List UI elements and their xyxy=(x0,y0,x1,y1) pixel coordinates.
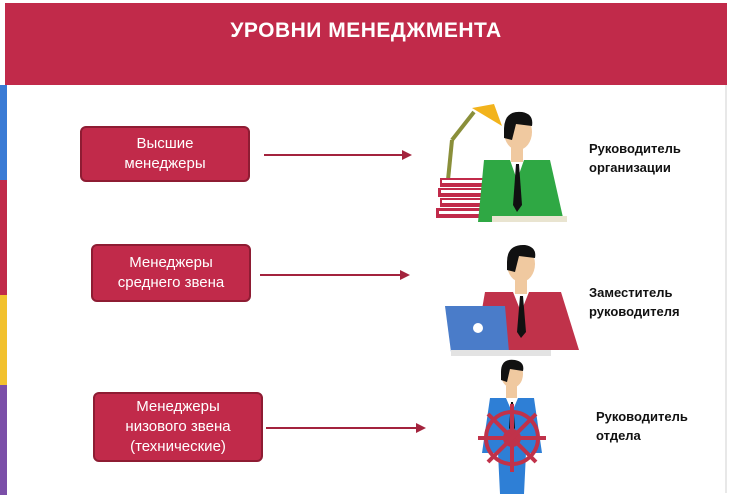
role-label-top: Руководитель организации xyxy=(589,141,681,175)
top-manager-icon xyxy=(436,104,567,222)
left-stripe-yellow xyxy=(0,295,7,385)
middle-manager-icon xyxy=(445,244,579,356)
level-box-lower-label: Менеджеры низового звена (технические) xyxy=(125,398,231,455)
arrow-middle xyxy=(260,270,410,280)
level-box-middle: Менеджеры среднего звена xyxy=(91,244,251,302)
level-box-top-label: Высшие менеджеры xyxy=(124,135,206,172)
level-box-middle-label: Менеджеры среднего звена xyxy=(117,254,225,291)
level-box-lower: Менеджеры низового звена (технические) xyxy=(93,392,263,462)
left-stripe-red xyxy=(0,180,7,295)
left-stripe-purple xyxy=(0,385,7,495)
left-stripe-blue xyxy=(0,85,7,180)
right-frame-line xyxy=(725,85,727,493)
role-label-middle: Заместитель руководителя xyxy=(589,285,680,319)
arrow-top xyxy=(264,150,412,160)
arrow-lower xyxy=(266,423,426,433)
page-title: УРОВНИ МЕНЕДЖМЕНТА xyxy=(230,19,502,42)
level-box-top: Высшие менеджеры xyxy=(80,126,250,182)
header-banner: УРОВНИ МЕНЕДЖМЕНТА xyxy=(5,3,727,85)
role-label-lower: Руководитель отдела xyxy=(596,409,688,443)
lower-manager-icon xyxy=(478,359,546,494)
